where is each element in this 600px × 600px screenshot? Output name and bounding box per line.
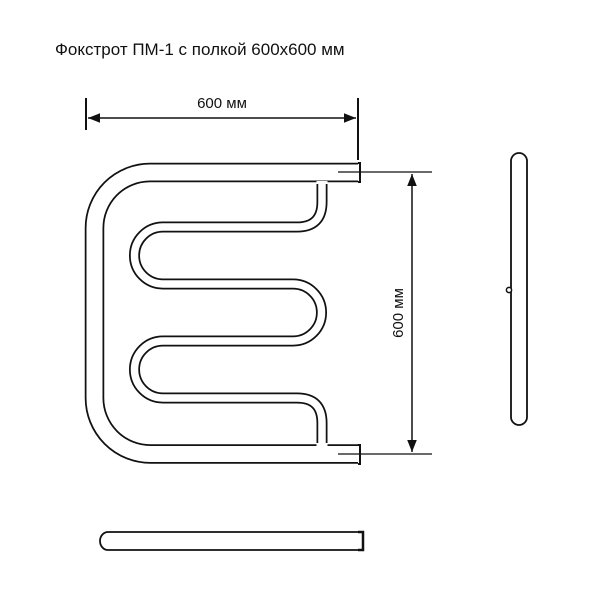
height-dimension: 600 мм	[338, 171, 432, 455]
serpentine-pipe	[129, 178, 328, 450]
width-dimension: 600 мм	[85, 95, 359, 160]
drawing-title: Фокстрот ПМ-1 с полкой 600x600 мм	[55, 40, 345, 59]
bottom-view	[99, 530, 365, 552]
height-label: 600 мм	[390, 288, 407, 338]
width-label: 600 мм	[197, 95, 247, 112]
outer-pipe	[84, 162, 361, 465]
mount-bracket-icon	[505, 286, 513, 294]
side-view	[505, 152, 528, 426]
